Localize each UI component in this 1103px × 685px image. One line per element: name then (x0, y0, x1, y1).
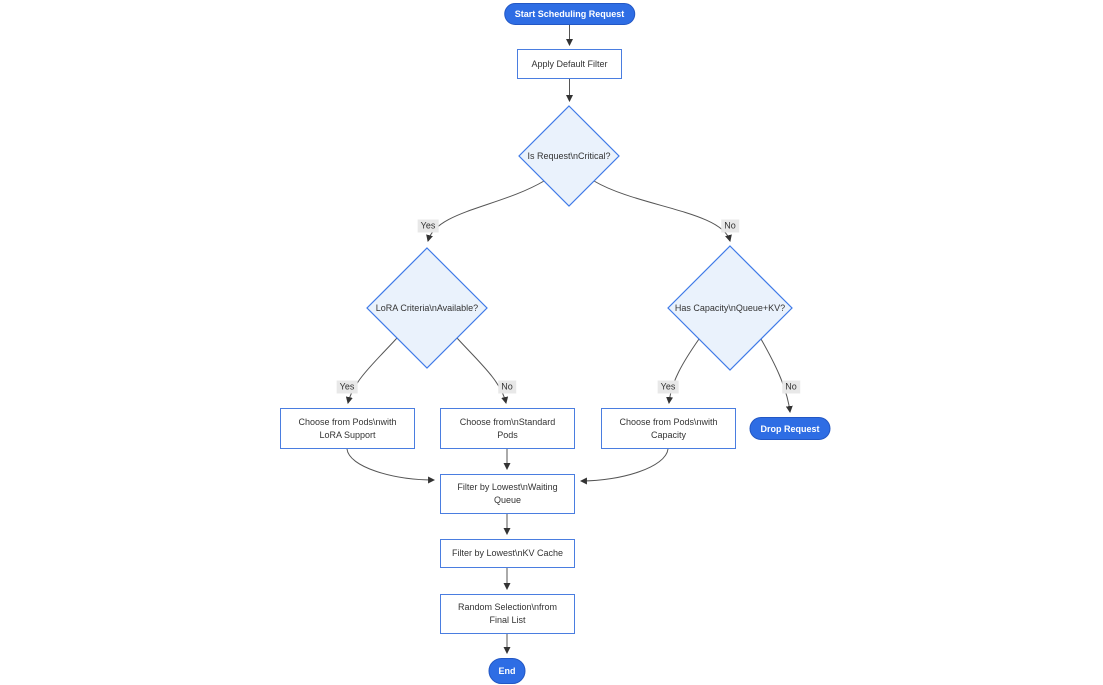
decision-label-lora-criteria-available: LoRA Criteria\nAvailable? (375, 302, 479, 313)
edge-label-critical-no: No (721, 219, 739, 233)
edge-lora-yes (345, 337, 398, 405)
edge-critical-yes (426, 180, 545, 243)
decision-diamond-has-capacity (667, 245, 793, 371)
edge-label-critical-yes: Yes (417, 219, 439, 233)
edge-capacity-yes (666, 338, 700, 405)
node-drop-request: Drop Request (749, 417, 831, 440)
node-choose-standard-pods: Choose from\nStandard Pods (440, 408, 575, 449)
edge-critical-no (593, 180, 732, 243)
node-filter-lowest-kv-cache: Filter by Lowest\nKV Cache (440, 539, 575, 568)
edge-label-capacity-no: No (782, 380, 800, 394)
node-apply-default-filter: Apply Default Filter (517, 49, 622, 79)
decision-diamond-is-critical (518, 105, 620, 207)
node-random-selection-final-list: Random Selection\nfrom Final List (440, 594, 575, 634)
edge-label-capacity-yes: Yes (657, 380, 679, 394)
node-choose-pods-capacity: Choose from Pods\nwith Capacity (601, 408, 736, 449)
edge-capacity-no (760, 338, 793, 414)
edge-chooselora-to-queue (346, 448, 436, 484)
decision-diamond-lora-criteria (366, 247, 488, 369)
decision-label-is-request-critical: Is Request\nCritical? (527, 150, 611, 161)
edge-label-lora-no: No (498, 380, 516, 394)
node-start-scheduling-request: Start Scheduling Request (503, 3, 636, 25)
node-end: End (488, 658, 526, 684)
edge-choosecap-to-queue (579, 448, 669, 485)
edge-lora-no (456, 337, 509, 405)
node-filter-lowest-waiting-queue: Filter by Lowest\nWaiting Queue (440, 474, 575, 514)
edge-label-lora-yes: Yes (336, 380, 358, 394)
decision-label-has-capacity-queue-kv: Has Capacity\nQueue+KV? (674, 302, 786, 313)
node-choose-pods-lora-support: Choose from Pods\nwith LoRA Support (280, 408, 415, 449)
